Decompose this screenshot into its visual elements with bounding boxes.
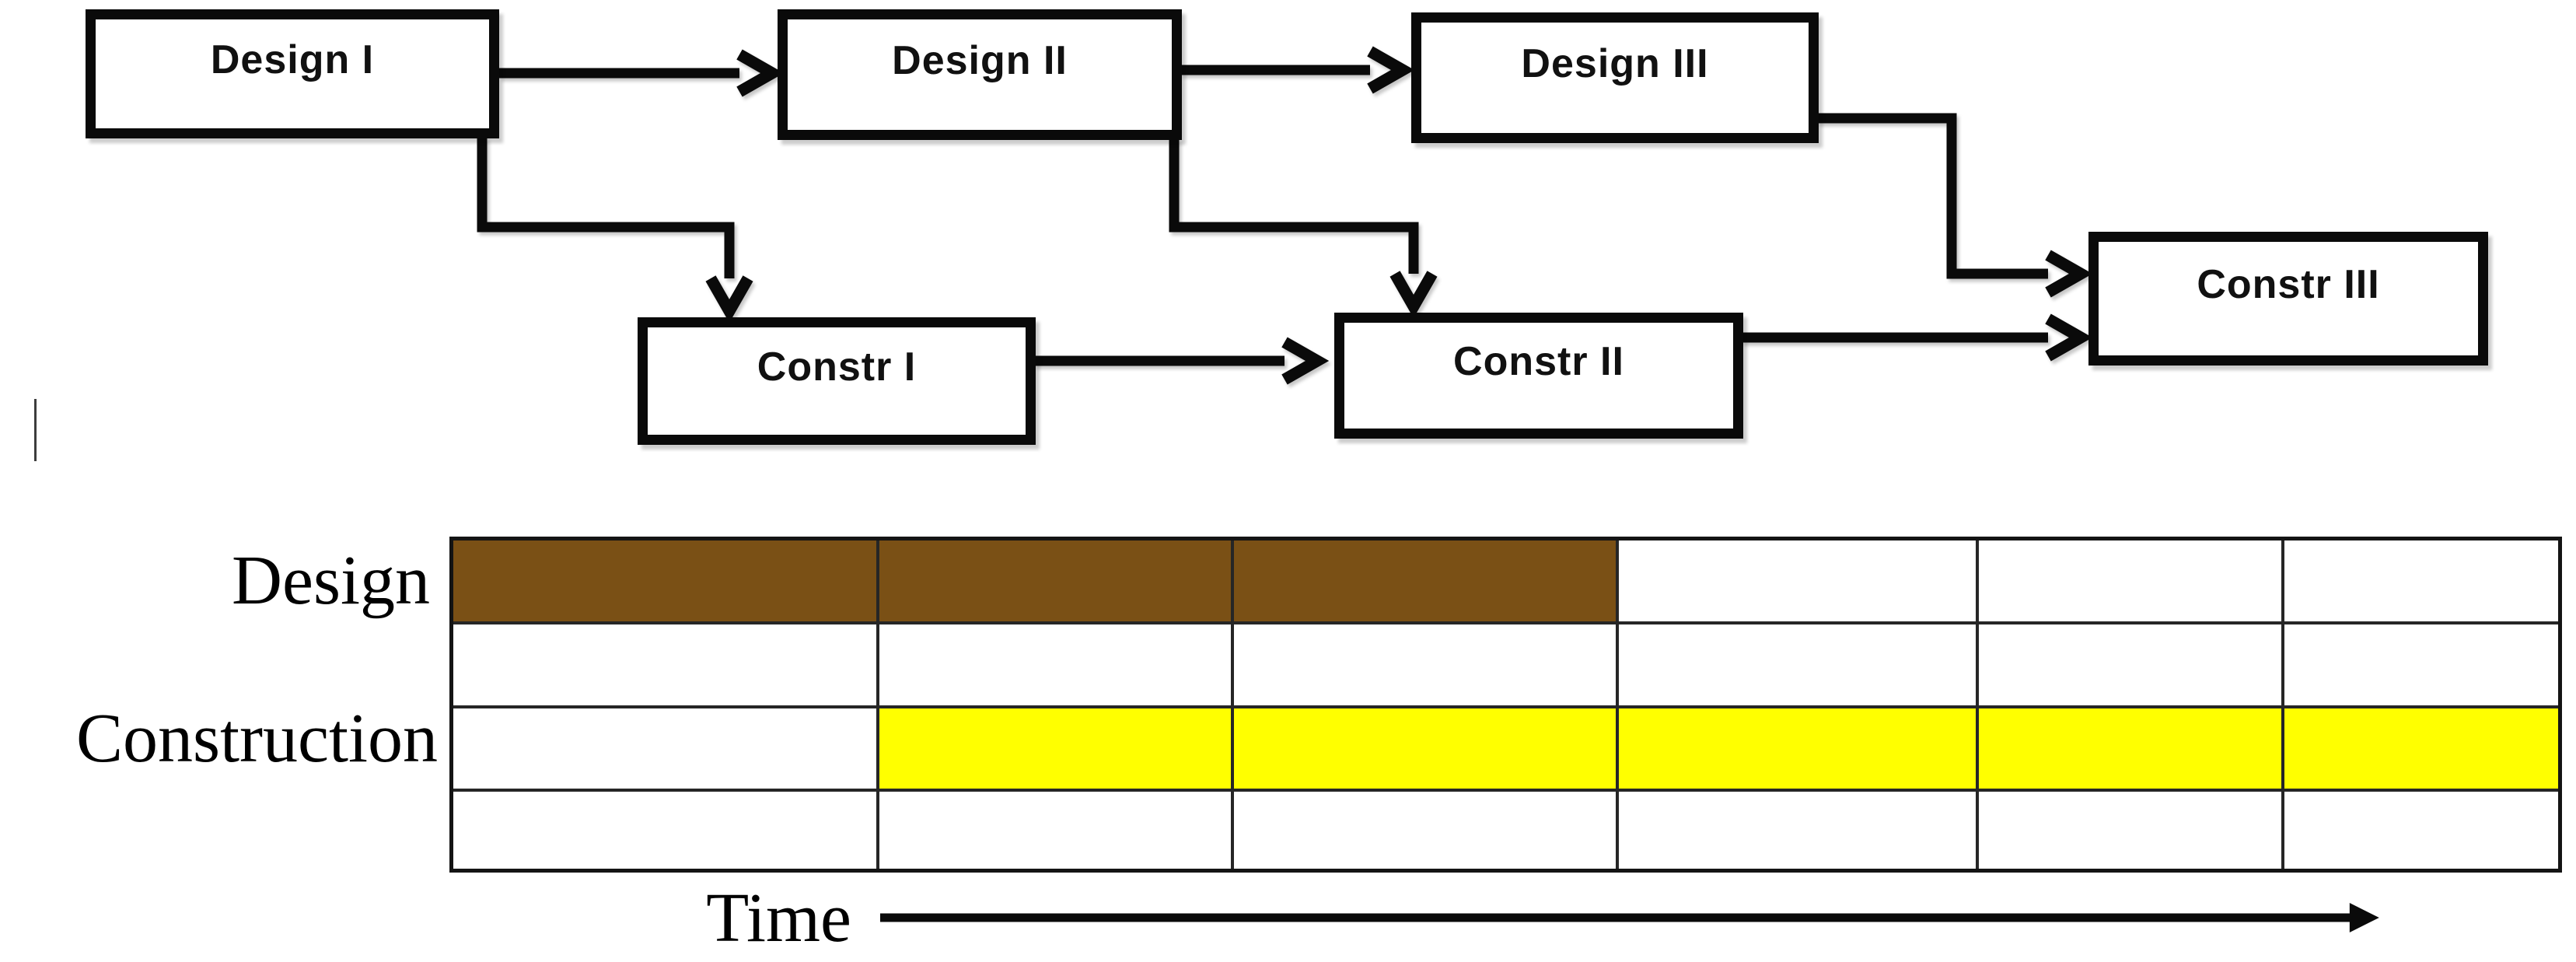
grid-column-line bbox=[1616, 540, 1619, 869]
flow-box-design-2-label: Design II bbox=[892, 38, 1068, 83]
construction-row-label: Construction bbox=[76, 700, 438, 777]
flow-box-design-1: Design I bbox=[86, 9, 499, 138]
arrow-design3-to-constr3 bbox=[1817, 113, 2048, 274]
grid-column-line bbox=[876, 540, 879, 869]
design-bar bbox=[453, 540, 1616, 621]
grid-column-line bbox=[1976, 540, 1979, 869]
time-axis-label: Time bbox=[706, 880, 851, 957]
construction-bar bbox=[876, 708, 2558, 789]
flow-box-design-1-label: Design I bbox=[210, 37, 375, 82]
flow-box-constr-1-label: Constr I bbox=[757, 345, 917, 390]
arrow-design2-to-constr2 bbox=[1169, 138, 1414, 274]
flow-box-constr-2-label: Constr II bbox=[1453, 339, 1624, 384]
flow-box-constr-2: Constr II bbox=[1334, 313, 1743, 439]
grid-row-line bbox=[453, 789, 2558, 792]
flow-box-design-2: Design II bbox=[778, 9, 1182, 140]
flow-box-constr-3: Constr III bbox=[2088, 232, 2488, 366]
flow-box-constr-3-label: Constr III bbox=[2197, 262, 2380, 307]
gantt-table bbox=[449, 537, 2562, 873]
grid-row-line bbox=[453, 705, 2558, 708]
grid-column-line bbox=[2281, 540, 2284, 869]
design-row-label: Design bbox=[232, 542, 430, 619]
grid-column-line bbox=[1231, 540, 1234, 869]
flow-box-design-3: Design III bbox=[1411, 12, 1819, 143]
stray-cursor-mark bbox=[34, 399, 37, 461]
flow-box-constr-1: Constr I bbox=[638, 317, 1036, 445]
grid-row-line bbox=[453, 621, 2558, 624]
arrow-design1-to-constr1 bbox=[477, 137, 729, 278]
flow-box-design-3-label: Design III bbox=[1521, 41, 1709, 86]
